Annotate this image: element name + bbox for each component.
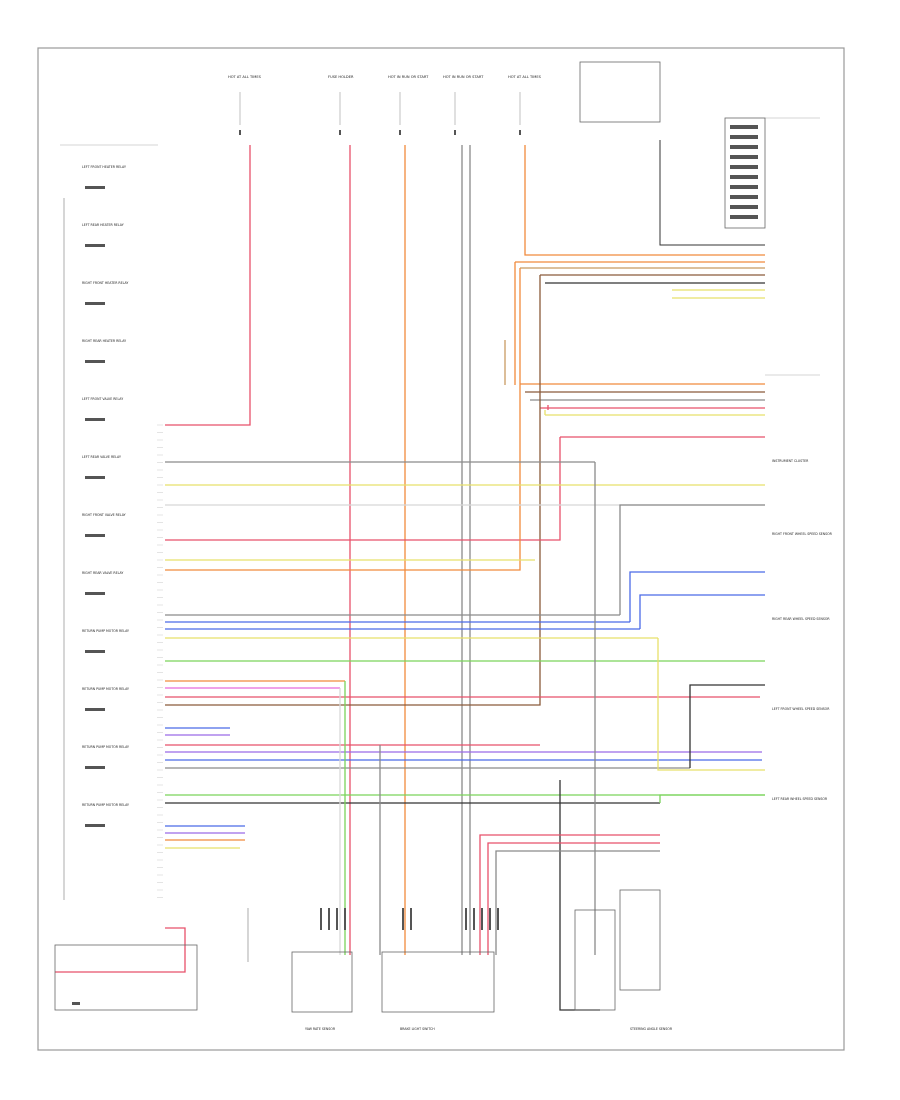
left-relay-label: RIGHT FRONT HEATER RELAY	[82, 281, 128, 285]
wire-orange-top	[524, 145, 765, 256]
wire-black-steer	[559, 780, 600, 1011]
connector-pin	[730, 215, 758, 219]
bottom-module-label: STEERING ANGLE SENSOR	[630, 1027, 673, 1031]
left-relay-label: RIGHT FRONT VALVE RELAY	[82, 513, 126, 517]
connector-pin	[481, 908, 483, 930]
left-relay-label: RETURN PUMP MOTOR RELAY	[82, 745, 129, 749]
relay-marker	[85, 186, 105, 189]
fuse-marker	[519, 130, 521, 135]
fuse-marker	[454, 130, 456, 135]
connector-pin	[320, 908, 322, 930]
wire-brown-loop	[165, 275, 541, 706]
left-relay-label: RETURN PUMP MOTOR RELAY	[82, 629, 129, 633]
wire-red-front	[165, 437, 561, 541]
relay-marker	[85, 360, 105, 363]
yaw-sensor-box	[291, 951, 353, 1013]
connector-pin	[473, 908, 475, 930]
connector-pin	[730, 195, 758, 199]
connector-pin	[730, 125, 758, 129]
wire-gray-rf	[619, 504, 765, 615]
fuse-label: HOT IN RUN OR START	[443, 75, 484, 79]
connector-block	[724, 117, 766, 229]
relay-marker	[85, 708, 105, 711]
wire-black-top	[659, 140, 765, 246]
bottom-module-label: YAW RATE SENSOR	[305, 1027, 336, 1031]
right-module-label: RIGHT REAR WHEEL SPEED SENSOR	[772, 617, 830, 621]
connector-pin	[730, 205, 758, 209]
left-relay-label: LEFT REAR VALVE RELAY	[82, 455, 121, 459]
fuse-marker	[399, 130, 401, 135]
left-relay-label: LEFT FRONT HEATER RELAY	[82, 165, 126, 169]
right-module-label: RIGHT FRONT WHEEL SPEED SENSOR	[772, 532, 833, 536]
connector-pin	[465, 908, 467, 930]
wire-black-lf	[689, 684, 765, 768]
connector-pin	[410, 908, 412, 930]
relay-marker	[85, 476, 105, 479]
wire-blue-rr	[639, 594, 765, 629]
abs-module-box	[54, 944, 198, 1011]
bottom-module-label: BRAKE LIGHT SWITCH	[400, 1027, 435, 1031]
left-relay-label: RETURN PUMP MOTOR RELAY	[82, 803, 129, 807]
wire-red-lower	[55, 927, 186, 973]
diagram-frame	[37, 47, 845, 1051]
connector-pin	[328, 908, 330, 930]
relay-marker	[85, 244, 105, 247]
component-layer: HOT AT ALL TIMES FUSE HOLDER HOT IN RUN OR…	[54, 61, 833, 1031]
left-relay-label: RETURN PUMP MOTOR RELAY	[82, 687, 129, 691]
wire-red-bls2	[487, 842, 660, 955]
left-relay-label: RIGHT REAR VALVE RELAY	[82, 571, 123, 575]
left-relay-label: RIGHT REAR HEATER RELAY	[82, 339, 126, 343]
wire-layer	[55, 92, 820, 1011]
right-module-label: LEFT REAR WHEEL SPEED SENSOR	[772, 797, 828, 801]
relay-box	[579, 61, 661, 123]
steering-sensor-box-2	[619, 889, 661, 991]
fuse-label: HOT IN RUN OR START	[388, 75, 429, 79]
connector-pin	[730, 155, 758, 159]
connector-pin	[336, 908, 338, 930]
relay-marker	[85, 766, 105, 769]
wire-blue-rf	[629, 571, 765, 622]
fuse-label: HOT AT ALL TIMES	[508, 75, 542, 79]
connector-pin	[730, 185, 758, 189]
right-module-label: INSTRUMENT CLUSTER	[772, 459, 809, 463]
wire-red-feed	[165, 145, 251, 426]
fuse-label: HOT AT ALL TIMES	[228, 75, 262, 79]
connector-pin	[344, 908, 346, 930]
relay-marker	[85, 824, 105, 827]
fuse-marker	[339, 130, 341, 135]
right-module-label: LEFT FRONT WHEEL SPEED SENSOR	[772, 707, 830, 711]
connector-pin	[497, 908, 499, 930]
connector-pin	[730, 135, 758, 139]
connector-pin	[730, 175, 758, 179]
wire-yellow-lf	[657, 638, 765, 771]
connector-pin	[489, 908, 491, 930]
relay-marker	[85, 418, 105, 421]
fuse-label: FUSE HOLDER	[328, 75, 354, 79]
connector-pin	[730, 145, 758, 149]
relay-marker	[85, 534, 105, 537]
module-marker	[72, 1002, 80, 1005]
steering-sensor-box	[574, 909, 616, 1011]
wire-orange-mid	[165, 268, 521, 571]
relay-marker	[85, 592, 105, 595]
left-relay-label: LEFT FRONT VALVE RELAY	[82, 397, 123, 401]
wire-red-bls	[479, 834, 660, 955]
brake-switch-box	[381, 951, 495, 1013]
fuse-marker	[239, 130, 241, 135]
connector-pin	[730, 165, 758, 169]
wire-gray-bls	[495, 850, 660, 955]
wire-green-lr	[659, 794, 765, 803]
connector-pin	[402, 908, 404, 930]
relay-marker	[85, 302, 105, 305]
relay-marker	[85, 650, 105, 653]
left-relay-label: LEFT REAR HEATER RELAY	[82, 223, 124, 227]
